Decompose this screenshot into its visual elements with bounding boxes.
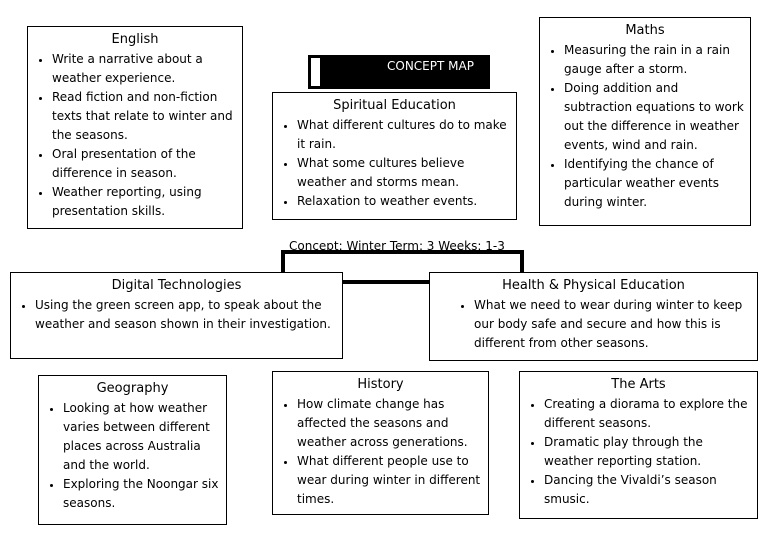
- english-item: Weather reporting, using presentation sk…: [52, 183, 236, 221]
- connector-left: [281, 250, 285, 272]
- maths-item: Doing addition and subtraction equations…: [564, 79, 744, 155]
- english-item: Read fiction and non-fiction texts that …: [52, 88, 236, 145]
- geography-item: Exploring the Noongar six seasons.: [63, 475, 220, 513]
- english-heading: English: [111, 32, 159, 47]
- geography-box: Geography Looking at how weather varies …: [38, 375, 227, 525]
- health-physical-education-box: Health & Physical Education What we need…: [429, 272, 758, 361]
- the-arts-list: Creating a diorama to explore the differ…: [526, 395, 751, 509]
- digital-technologies-item: Using the green screen app, to speak abo…: [35, 296, 336, 334]
- spiritual-education-box: Spiritual Education What different cultu…: [272, 92, 517, 220]
- geography-list: Looking at how weather varies between di…: [45, 399, 220, 513]
- english-list: Write a narrative about a weather experi…: [34, 50, 236, 221]
- title-accent-bar: [311, 58, 320, 86]
- health-physical-education-item: What we need to wear during winter to ke…: [474, 296, 751, 353]
- the-arts-item: Creating a diorama to explore the differ…: [544, 395, 751, 433]
- spiritual-education-list: What different cultures do to make it ra…: [279, 116, 510, 211]
- history-box: History How climate change has affected …: [272, 371, 489, 515]
- history-item: What different people use to wear during…: [297, 452, 482, 509]
- history-list: How climate change has affected the seas…: [279, 395, 482, 509]
- the-arts-box: The Arts Creating a diorama to explore t…: [519, 371, 758, 519]
- the-arts-item: Dancing the Vivaldi’s season smusic.: [544, 471, 751, 509]
- digital-technologies-list: Using the green screen app, to speak abo…: [17, 296, 336, 334]
- spiritual-education-item: What different cultures do to make it ra…: [297, 116, 510, 154]
- digital-technologies-heading: Digital Technologies: [111, 278, 242, 293]
- geography-heading: Geography: [96, 381, 169, 396]
- geography-item: Looking at how weather varies between di…: [63, 399, 220, 475]
- english-item: Oral presentation of the difference in s…: [52, 145, 236, 183]
- health-physical-education-heading: Health & Physical Education: [502, 278, 685, 293]
- concept-label: Concept: Winter Term: 3 Weeks: 1-3: [289, 239, 505, 253]
- concept-map-title-block: CONCEPT MAP: [308, 55, 490, 89]
- history-heading: History: [357, 377, 404, 392]
- maths-item: Measuring the rain in a rain gauge after…: [564, 41, 744, 79]
- maths-box: Maths Measuring the rain in a rain gauge…: [539, 17, 751, 226]
- concept-map-title: CONCEPT MAP: [387, 59, 474, 73]
- maths-list: Measuring the rain in a rain gauge after…: [546, 41, 744, 212]
- digital-technologies-box: Digital Technologies Using the green scr…: [10, 272, 343, 359]
- spiritual-education-item: What some cultures believe weather and s…: [297, 154, 510, 192]
- spiritual-education-heading: Spiritual Education: [333, 98, 456, 113]
- the-arts-item: Dramatic play through the weather report…: [544, 433, 751, 471]
- health-physical-education-list: What we need to wear during winter to ke…: [436, 296, 751, 353]
- english-item: Write a narrative about a weather experi…: [52, 50, 236, 88]
- maths-item: Identifying the chance of particular wea…: [564, 155, 744, 212]
- the-arts-heading: The Arts: [611, 377, 666, 392]
- spiritual-education-item: Relaxation to weather events.: [297, 192, 510, 211]
- connector-top: [281, 250, 524, 254]
- maths-heading: Maths: [625, 23, 665, 38]
- connector-right: [520, 250, 524, 280]
- history-item: How climate change has affected the seas…: [297, 395, 482, 452]
- english-box: English Write a narrative about a weathe…: [27, 26, 243, 229]
